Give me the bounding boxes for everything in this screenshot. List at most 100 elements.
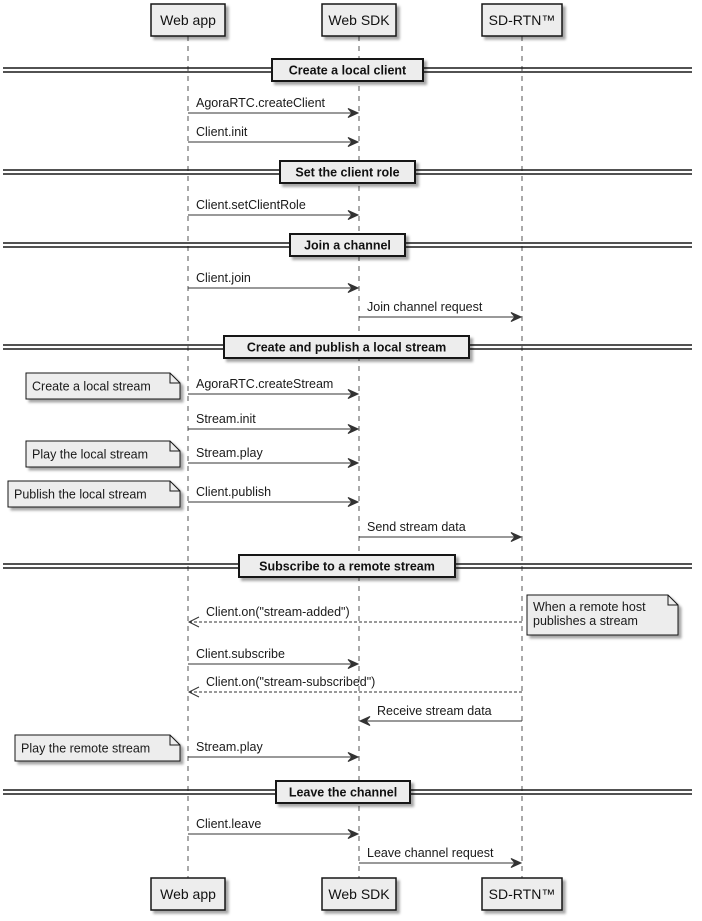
message-arrowhead-open (187, 686, 200, 698)
participant-label: Web app (160, 886, 216, 902)
message-label: Client.on("stream-subscribed") (206, 675, 375, 689)
message-17: Leave channel request (359, 846, 523, 868)
message-8: Stream.play (188, 446, 360, 468)
message-15: Stream.play (188, 740, 360, 762)
message-12: Client.subscribe (188, 647, 360, 669)
note-text: Publish the local stream (14, 488, 147, 502)
message-label: Receive stream data (377, 704, 492, 718)
message-13: Client.on("stream-subscribed") (187, 675, 522, 698)
message-label: AgoraRTC.createStream (196, 377, 333, 391)
participant-box (481, 3, 563, 37)
message-arrowhead (347, 497, 360, 507)
section-divider: Create a local client (3, 58, 692, 82)
section-divider: Create and publish a local stream (3, 335, 692, 359)
message-arrowhead (347, 829, 360, 839)
section-box (223, 335, 470, 359)
note-2: Play the local stream (25, 440, 181, 468)
note-fold (169, 373, 180, 384)
message-16: Client.leave (188, 817, 360, 839)
note-1: Create a local stream (25, 372, 181, 400)
message-label: Stream.init (196, 412, 256, 426)
note-box (7, 480, 181, 508)
participant-label: SD-RTN™ (489, 886, 556, 902)
message-arrowhead-open (187, 616, 200, 628)
message-arrowhead (347, 108, 360, 118)
message-label: Client.setClientRole (196, 198, 306, 212)
note-fold (667, 595, 678, 606)
message-label: Stream.play (196, 446, 263, 460)
message-4: Client.join (188, 271, 360, 293)
note-text: publishes a stream (533, 614, 638, 628)
participant-web_app-bottom: Web app (150, 877, 226, 911)
participant-sd_rtn-top: SD-RTN™ (481, 3, 563, 37)
message-label: Stream.play (196, 740, 263, 754)
section-title: Join a channel (304, 239, 391, 253)
participant-label: Web SDK (328, 12, 390, 28)
message-1: AgoraRTC.createClient (188, 96, 360, 118)
note-text: Play the local stream (32, 448, 148, 462)
participant-web_sdk-top: Web SDK (321, 3, 397, 37)
message-5: Join channel request (359, 300, 523, 322)
message-9: Client.publish (188, 485, 360, 507)
note-text: When a remote host (533, 600, 646, 614)
participant-box (321, 3, 397, 37)
section-box (238, 554, 456, 578)
note-text: Create a local stream (32, 380, 151, 394)
participant-sd_rtn-bottom: SD-RTN™ (481, 877, 563, 911)
message-7: Stream.init (188, 412, 360, 434)
note-5: Play the remote stream (14, 734, 181, 762)
message-11: Client.on("stream-added") (187, 605, 522, 628)
participant-box (321, 877, 397, 911)
participant-label: Web SDK (328, 886, 390, 902)
message-label: AgoraRTC.createClient (196, 96, 326, 110)
participant-box (150, 877, 226, 911)
message-2: Client.init (188, 125, 360, 147)
note-box (14, 734, 181, 762)
message-arrowhead (347, 389, 360, 399)
message-label: Client.on("stream-added") (206, 605, 350, 619)
section-divider: Leave the channel (3, 780, 692, 804)
section-title: Leave the channel (289, 786, 397, 800)
message-label: Client.publish (196, 485, 271, 499)
note-text: Play the remote stream (21, 742, 150, 756)
note-box (25, 372, 181, 400)
message-label: Client.leave (196, 817, 261, 831)
section-title: Subscribe to a remote stream (259, 560, 435, 574)
message-arrowhead (347, 424, 360, 434)
message-arrowhead (358, 716, 371, 726)
section-box (271, 58, 424, 82)
message-arrowhead (347, 659, 360, 669)
message-arrowhead (510, 858, 523, 868)
note-fold (169, 481, 180, 492)
section-divider: Subscribe to a remote stream (3, 554, 692, 578)
participant-label: SD-RTN™ (489, 12, 556, 28)
note-box (25, 440, 181, 468)
message-arrowhead (347, 458, 360, 468)
message-10: Send stream data (359, 520, 523, 542)
section-title: Set the client role (295, 166, 399, 180)
participant-label: Web app (160, 12, 216, 28)
note-3: Publish the local stream (7, 480, 181, 508)
participant-web_sdk-bottom: Web SDK (321, 877, 397, 911)
message-arrowhead (510, 312, 523, 322)
message-arrowhead (347, 752, 360, 762)
message-arrowhead (347, 137, 360, 147)
section-title: Create and publish a local stream (247, 341, 446, 355)
message-6: AgoraRTC.createStream (188, 377, 360, 399)
message-arrowhead (347, 210, 360, 220)
note-box (526, 594, 679, 636)
message-label: Leave channel request (367, 846, 494, 860)
message-arrowhead (510, 532, 523, 542)
message-label: Send stream data (367, 520, 466, 534)
participant-box (481, 877, 563, 911)
message-label: Client.subscribe (196, 647, 285, 661)
section-box (275, 780, 411, 804)
message-arrowhead (347, 283, 360, 293)
message-3: Client.setClientRole (188, 198, 360, 220)
section-box (279, 160, 416, 184)
message-14: Receive stream data (358, 704, 522, 726)
message-label: Client.join (196, 271, 251, 285)
